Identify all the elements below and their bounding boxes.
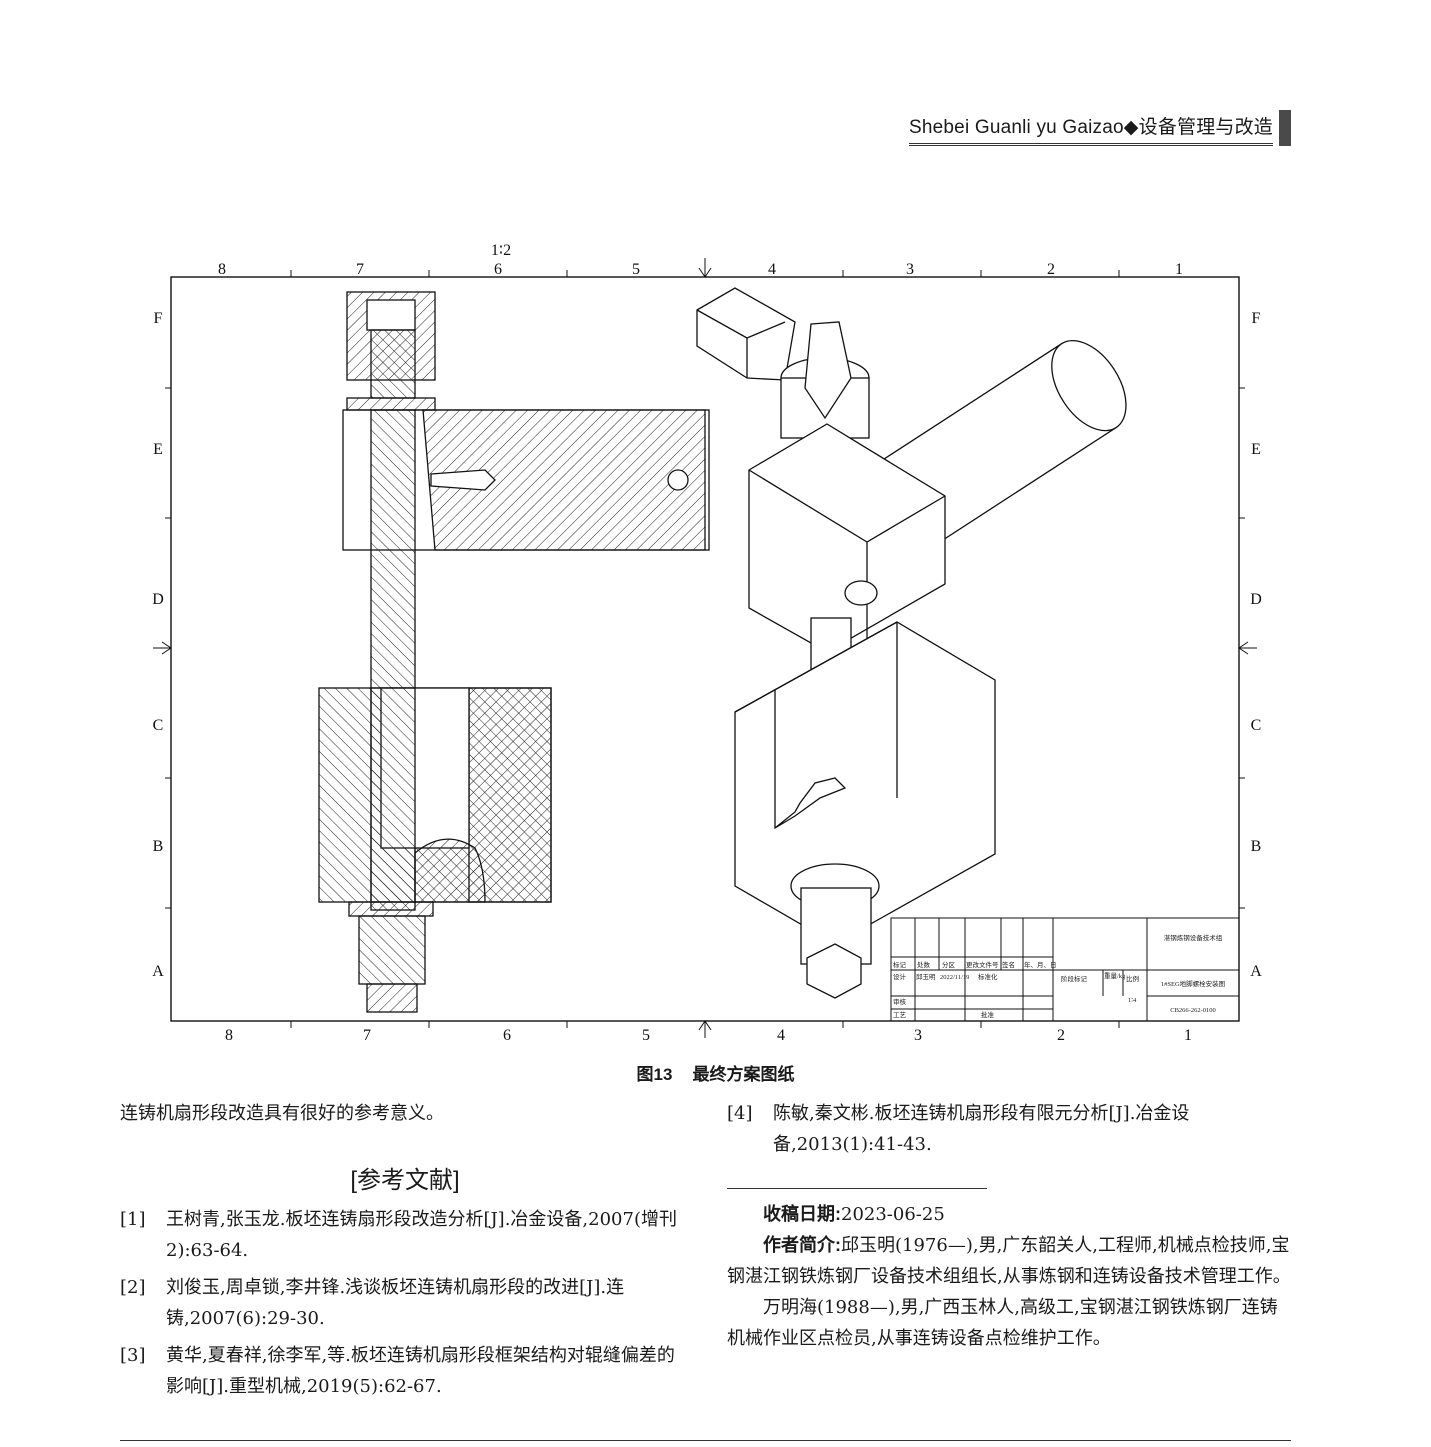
svg-text:分区: 分区 [942,960,956,969]
right-column: [4]陈敏,秦文彬.板坯连铸机扇形段有限元分析[J].冶金设备,2013(1):… [727,1098,1291,1354]
received-line: 收稿日期:2023-06-25 [763,1204,945,1225]
paragraph-end: 连铸机扇形段改造具有很好的参考意义。 [120,1103,444,1124]
svg-text:F: F [1252,310,1261,327]
svg-text:8: 8 [225,1027,233,1044]
svg-text:比例: 比例 [1126,974,1139,983]
svg-text:E: E [153,441,163,458]
svg-text:标准化: 标准化 [978,972,998,981]
author-line-2: 万明海(1988—),男,广西玉林人,高级工,宝钢湛江钢铁炼钢厂连铸机械作业区点… [727,1297,1278,1349]
svg-text:7: 7 [363,1027,371,1044]
figure-caption: 图13 最终方案图纸 [0,1060,1431,1085]
svg-text:邱玉明: 邱玉明 [916,973,936,981]
svg-text:3: 3 [906,261,914,278]
reference-item: [3]黄华,夏春祥,徐李军,等.板坯连铸机扇形段框架结构对辊缝偏差的影响[J].… [120,1345,675,1397]
svg-text:标记: 标记 [893,960,907,969]
svg-text:1#SEG地脚螺栓安装图: 1#SEG地脚螺栓安装图 [1161,979,1225,988]
figure-number: 图13 [636,1065,673,1084]
svg-text:8: 8 [218,261,226,278]
scale-label: 1∶2 [491,242,511,259]
svg-text:处数: 处数 [917,960,931,969]
svg-text:4: 4 [777,1027,785,1044]
svg-text:F: F [154,310,163,327]
reference-item: [2]刘俊玉,周卓锁,李井锋.浅谈板坯连铸机扇形段的改进[J].连铸,2007(… [120,1277,625,1329]
svg-text:6: 6 [503,1027,511,1044]
svg-text:2022/11/19: 2022/11/19 [940,974,969,981]
svg-text:审核: 审核 [893,997,907,1006]
svg-text:E: E [1251,441,1261,458]
svg-text:1∶4: 1∶4 [1128,997,1137,1004]
svg-text:湛钢炼钢设备技术组: 湛钢炼钢设备技术组 [1164,933,1223,942]
svg-text:3: 3 [914,1027,922,1044]
footnote-divider [727,1188,987,1189]
svg-text:B: B [153,838,164,855]
running-header: Shebei Guanli yu Gaizao◆设备管理与改造 [909,110,1291,146]
svg-text:工艺: 工艺 [893,1011,907,1019]
svg-text:5: 5 [632,261,640,278]
svg-text:2: 2 [1057,1027,1065,1044]
svg-text:4: 4 [768,261,776,278]
svg-text:签名: 签名 [1002,960,1015,969]
svg-text:C: C [1251,717,1262,734]
svg-text:CB266-262-0100: CB266-262-0100 [1170,1007,1216,1014]
svg-text:重量/kg: 重量/kg [1104,972,1126,980]
svg-text:B: B [1251,838,1262,855]
reference-item: [4]陈敏,秦文彬.板坯连铸机扇形段有限元分析[J].冶金设备,2013(1):… [727,1103,1190,1155]
header-bar [1279,110,1291,146]
isometric-view [696,287,1127,999]
left-column: 连铸机扇形段改造具有很好的参考意义。 [参考文献] [1]王树青,张玉龙.板坯连… [120,1098,690,1408]
svg-text:A: A [1250,963,1262,980]
section-view [318,291,710,1013]
svg-text:1: 1 [1175,261,1183,278]
svg-text:D: D [152,591,164,608]
svg-text:年、月、日: 年、月、日 [1024,960,1057,969]
reference-item: [1]王树青,张玉龙.板坯连铸扇形段改造分析[J].冶金设备,2007(增刊2)… [120,1209,677,1261]
svg-text:更改文件号: 更改文件号 [966,960,999,969]
bottom-rule [120,1440,1291,1441]
svg-text:7: 7 [356,261,364,278]
svg-text:C: C [153,717,164,734]
title-block [890,917,1240,1022]
running-title: Shebei Guanli yu Gaizao◆设备管理与改造 [909,112,1273,146]
svg-text:A: A [152,963,164,980]
references-title: [参考文献] [350,1167,460,1194]
author-line: 作者简介:邱玉明(1976—),男,广东韶关人,工程师,机械点检技师,宝钢湛江钢… [727,1235,1291,1287]
figure-title: 最终方案图纸 [692,1065,795,1084]
svg-text:D: D [1250,591,1262,608]
svg-text:2: 2 [1047,261,1055,278]
author-bio: 收稿日期:2023-06-25 作者简介:邱玉明(1976—),男,广东韶关人,… [727,1199,1291,1354]
svg-text:5: 5 [642,1027,650,1044]
svg-text:阶段标记: 阶段标记 [1061,974,1088,983]
svg-text:6: 6 [494,261,502,278]
svg-text:设计: 设计 [893,972,907,981]
svg-text:批准: 批准 [981,1010,995,1019]
svg-text:1: 1 [1184,1027,1192,1044]
